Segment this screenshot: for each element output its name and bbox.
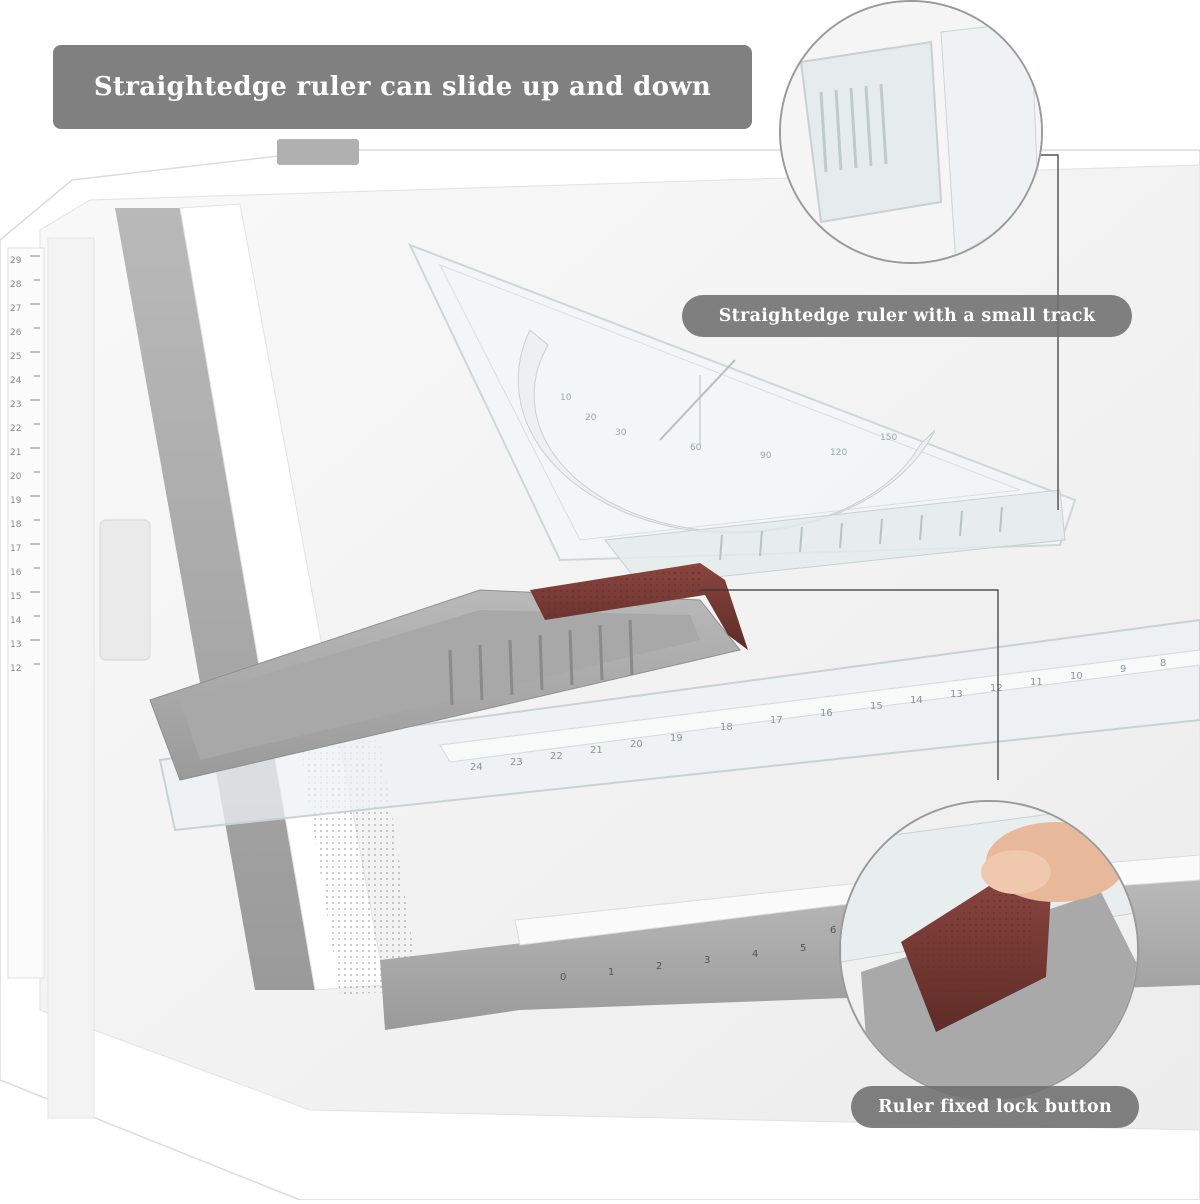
track-callout-label: Straightedge ruler with a small track	[682, 295, 1132, 337]
svg-text:23: 23	[510, 757, 523, 768]
svg-text:21: 21	[590, 745, 603, 756]
svg-text:14: 14	[10, 616, 22, 626]
svg-text:17: 17	[770, 715, 783, 726]
svg-text:5: 5	[800, 943, 806, 954]
svg-text:19: 19	[10, 496, 22, 506]
svg-text:0: 0	[560, 972, 566, 983]
svg-text:16: 16	[820, 708, 833, 719]
svg-text:21: 21	[10, 448, 21, 458]
svg-text:9: 9	[1120, 664, 1126, 675]
svg-text:19: 19	[670, 733, 683, 744]
svg-text:150: 150	[880, 433, 897, 443]
lock-callout-label: Ruler fixed lock button	[851, 1086, 1139, 1128]
clamp-grip	[448, 619, 634, 706]
svg-text:13: 13	[950, 689, 963, 700]
svg-text:15: 15	[10, 592, 21, 602]
ruler-track	[604, 489, 1066, 586]
board-top-tab	[277, 139, 359, 165]
left-scale	[7, 247, 45, 979]
protractor-numbers: 10 20 30 60 90 120 150	[560, 393, 897, 461]
svg-text:15: 15	[870, 701, 883, 712]
feature-title-label: Straightedge ruler can slide up and down	[53, 45, 752, 129]
left-scale-numbers: 29 28 27 26 25 24 23 22 21 20 19 18 17 16 15 14 13 1…	[10, 256, 22, 674]
svg-text:17: 17	[10, 544, 21, 554]
svg-text:23: 23	[10, 400, 21, 410]
svg-text:4: 4	[752, 949, 758, 960]
lock-button-magnifier	[839, 800, 1139, 1100]
left-scale-ticks	[30, 255, 40, 665]
svg-text:11: 11	[1030, 677, 1043, 688]
svg-text:10: 10	[560, 393, 572, 403]
svg-text:27: 27	[10, 304, 21, 314]
bottom-scale-numbers: 0 1 2 3 4 5 6	[560, 925, 836, 983]
svg-text:22: 22	[10, 424, 21, 434]
svg-text:20: 20	[10, 472, 22, 482]
svg-text:12: 12	[10, 664, 21, 674]
ruler-numbers: 24 23 22 21 20 19 18 17 16 15 14 13 12 11 10 9 8	[470, 658, 1166, 773]
left-rail	[47, 237, 95, 1119]
svg-text:120: 120	[830, 448, 847, 458]
svg-text:16: 16	[10, 568, 22, 578]
svg-text:20: 20	[630, 739, 643, 750]
svg-text:3: 3	[704, 955, 710, 966]
svg-text:6: 6	[830, 925, 836, 936]
svg-text:24: 24	[470, 762, 483, 773]
svg-text:25: 25	[10, 352, 21, 362]
svg-text:24: 24	[10, 376, 22, 386]
svg-text:12: 12	[990, 683, 1003, 694]
svg-text:14: 14	[910, 695, 923, 706]
rail-slider	[99, 519, 151, 661]
svg-text:29: 29	[10, 256, 22, 266]
svg-text:22: 22	[550, 751, 563, 762]
svg-text:13: 13	[10, 640, 21, 650]
svg-text:30: 30	[615, 428, 627, 438]
track-magnifier	[779, 0, 1043, 264]
protractor-arc	[517, 329, 936, 534]
svg-text:60: 60	[690, 443, 702, 453]
svg-text:18: 18	[720, 722, 733, 733]
svg-text:2: 2	[656, 961, 662, 972]
svg-text:90: 90	[760, 451, 772, 461]
svg-text:28: 28	[10, 280, 22, 290]
svg-text:26: 26	[10, 328, 22, 338]
svg-text:10: 10	[1070, 671, 1083, 682]
svg-text:8: 8	[1160, 658, 1166, 669]
svg-text:1: 1	[608, 967, 614, 978]
svg-text:18: 18	[10, 520, 22, 530]
svg-text:20: 20	[585, 413, 597, 423]
